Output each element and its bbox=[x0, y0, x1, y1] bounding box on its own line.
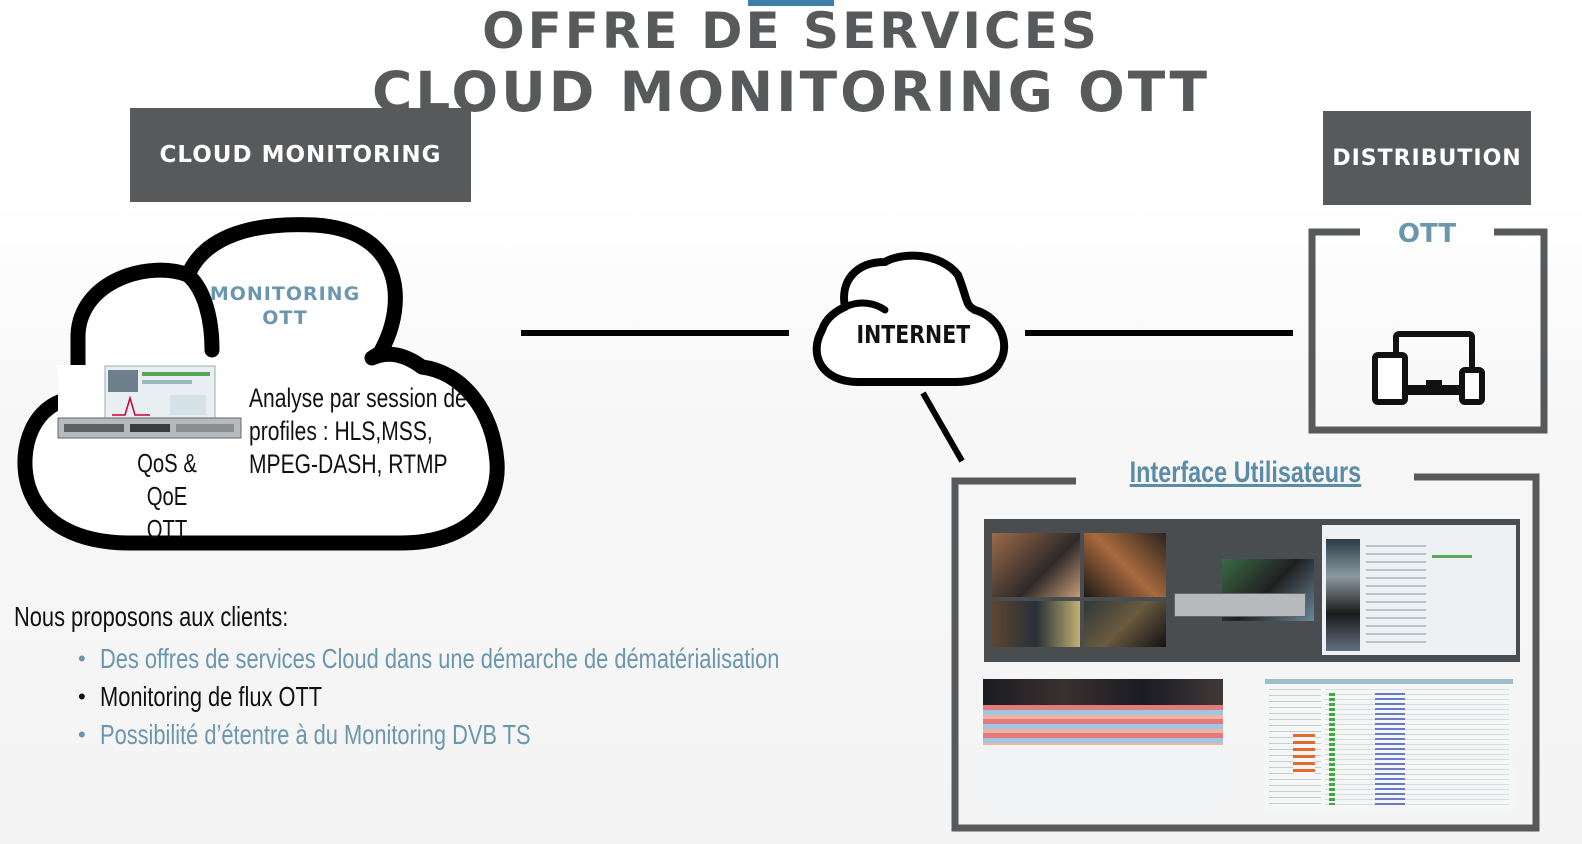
monitoring-ott-line2: OTT bbox=[262, 307, 308, 329]
link-line-down bbox=[920, 391, 965, 463]
list-item: • Monitoring de flux OTT bbox=[78, 678, 971, 716]
internet-label: INTERNET bbox=[828, 320, 998, 349]
clients-intro: Nous proposons aux clients: bbox=[14, 601, 289, 632]
internet-label-text: INTERNET bbox=[856, 320, 970, 349]
cloud-monitoring-header-label: CLOUD MONITORING bbox=[159, 142, 442, 168]
session-analysis-text: Analyse par session de profiles : HLS,MS… bbox=[249, 382, 467, 481]
bullet-text: Des offres de services Cloud dans une dé… bbox=[100, 643, 780, 674]
monitoring-ott-line1: MONITORING bbox=[209, 283, 361, 305]
title-accent-bar bbox=[748, 0, 834, 6]
bullet-dot: • bbox=[78, 646, 86, 671]
session-analysis-line3: MPEG-DASH, RTMP bbox=[249, 449, 448, 479]
page-title-line1: OFFRE DE SERVICES bbox=[482, 2, 1100, 60]
ott-label: OTT bbox=[1397, 219, 1457, 249]
devices-icon bbox=[1372, 331, 1485, 405]
ui-screenshot-table bbox=[1265, 679, 1513, 814]
qos-qoe-line2: OTT bbox=[146, 514, 188, 544]
monitoring-ott-label: MONITORING OTT bbox=[200, 282, 370, 330]
session-analysis-line1: Analyse par session de bbox=[249, 383, 467, 413]
list-item: • Possibilité d’étentre à du Monitoring D… bbox=[78, 716, 971, 754]
ui-screenshot-dashboard bbox=[983, 679, 1223, 814]
internet-cloud-icon bbox=[812, 251, 1008, 386]
list-item: • Des offres de services Cloud dans une d… bbox=[78, 640, 971, 678]
qos-qoe-label: QoS & QoE OTT bbox=[112, 447, 222, 546]
clients-bullet-list: • Des offres de services Cloud dans une d… bbox=[78, 640, 971, 754]
cloud-monitoring-header: CLOUD MONITORING bbox=[130, 108, 471, 202]
user-interface-frame bbox=[951, 473, 1540, 832]
distribution-header: DISTRIBUTION bbox=[1323, 111, 1531, 205]
qos-qoe-line1: QoS & QoE bbox=[137, 448, 197, 511]
bullet-text: Monitoring de flux OTT bbox=[100, 681, 323, 712]
user-interface-label: Interface Utilisateurs bbox=[1076, 456, 1414, 490]
monitoring-cloud-icon bbox=[17, 217, 505, 551]
session-analysis-line2: profiles : HLS,MSS, bbox=[249, 416, 433, 446]
distribution-header-label: DISTRIBUTION bbox=[1332, 145, 1522, 171]
server-icon bbox=[57, 365, 242, 439]
bullet-text: Possibilité d’étentre à du Monitoring DV… bbox=[100, 719, 531, 750]
user-interface-link: Interface Utilisateurs bbox=[1129, 456, 1361, 489]
page-title-line2: CLOUD MONITORING OTT bbox=[371, 60, 1211, 124]
ott-frame bbox=[1308, 228, 1548, 434]
bullet-dot: • bbox=[78, 684, 86, 709]
bullet-dot: • bbox=[78, 722, 86, 747]
ui-screenshot-video-wall bbox=[984, 519, 1520, 662]
